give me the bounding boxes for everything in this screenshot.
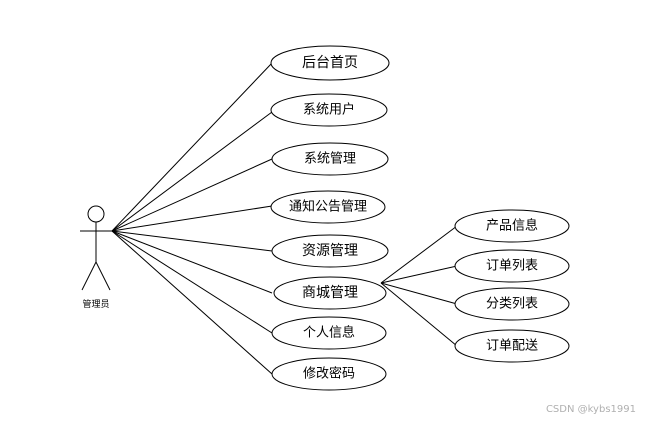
sub-use-case-label-sub4: 订单配送 — [486, 339, 538, 354]
sub-use-case-sub1: 产品信息 — [454, 209, 570, 243]
actor-figure: 管理员 — [80, 205, 112, 310]
use-case-label-uc4: 通知公告管理 — [289, 199, 367, 215]
use-case-label-uc3: 系统管理 — [304, 152, 356, 167]
use-case-label-uc5: 资源管理 — [302, 243, 358, 259]
association-line-uc8 — [111, 230, 273, 375]
use-case-uc8: 修改密码 — [271, 357, 387, 391]
sub-use-case-label-sub1: 产品信息 — [486, 218, 538, 234]
use-case-label-uc8: 修改密码 — [303, 366, 355, 382]
actor-label: 管理员 — [82, 298, 109, 310]
association-line-uc2 — [111, 111, 273, 232]
association-line-uc1 — [111, 62, 273, 232]
sub-use-case-sub2: 订单列表 — [454, 249, 570, 283]
actor-head — [87, 205, 105, 223]
use-case-uc1: 后台首页 — [270, 45, 390, 81]
sub-line-sub3 — [380, 282, 458, 305]
use-case-uc5: 资源管理 — [271, 234, 389, 268]
sub-use-case-label-sub2: 订单列表 — [486, 259, 538, 274]
association-line-uc5 — [111, 230, 273, 252]
use-case-label-uc6: 商城管理 — [302, 285, 358, 301]
use-case-label-uc7: 个人信息 — [303, 325, 355, 341]
actor-associations — [111, 62, 273, 375]
sub-associations — [380, 225, 458, 347]
use-case-uc7: 个人信息 — [271, 316, 387, 350]
sub-line-sub4 — [380, 282, 458, 347]
sub-use-case-sub3: 分类列表 — [454, 287, 570, 321]
use-case-uc2: 系统用户 — [270, 93, 388, 127]
association-line-uc4 — [111, 205, 273, 232]
use-case-label-uc1: 后台首页 — [302, 55, 358, 71]
association-line-uc7 — [111, 230, 273, 334]
actor-left-leg — [81, 261, 97, 291]
sub-line-sub1 — [380, 225, 458, 284]
use-case-uc3: 系统管理 — [271, 142, 389, 176]
use-case-uc4: 通知公告管理 — [270, 190, 386, 224]
use-case-uc6: 商城管理 — [273, 276, 387, 310]
actor-right-leg — [95, 261, 111, 291]
association-line-uc3 — [111, 158, 273, 232]
watermark: CSDN @kybs1991 — [545, 404, 636, 415]
sub-use-case-sub4: 订单配送 — [454, 329, 570, 363]
association-line-uc6 — [111, 230, 273, 294]
sub-use-case-label-sub3: 分类列表 — [486, 297, 538, 312]
sub-line-sub2 — [380, 265, 458, 284]
use-case-label-uc2: 系统用户 — [303, 102, 355, 118]
